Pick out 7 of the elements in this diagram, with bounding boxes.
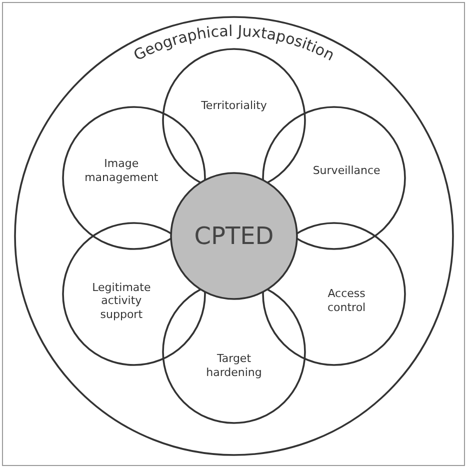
circle-label: Access control: [326, 287, 367, 314]
circle-label: Territoriality: [200, 99, 268, 113]
circle-label: Legitimate activity support: [91, 280, 152, 322]
circle-label: Surveillance: [312, 164, 382, 178]
center-label: CPTED: [193, 221, 275, 251]
circle-label: Image management: [84, 157, 160, 184]
circle-label: Target hardening: [205, 352, 263, 380]
